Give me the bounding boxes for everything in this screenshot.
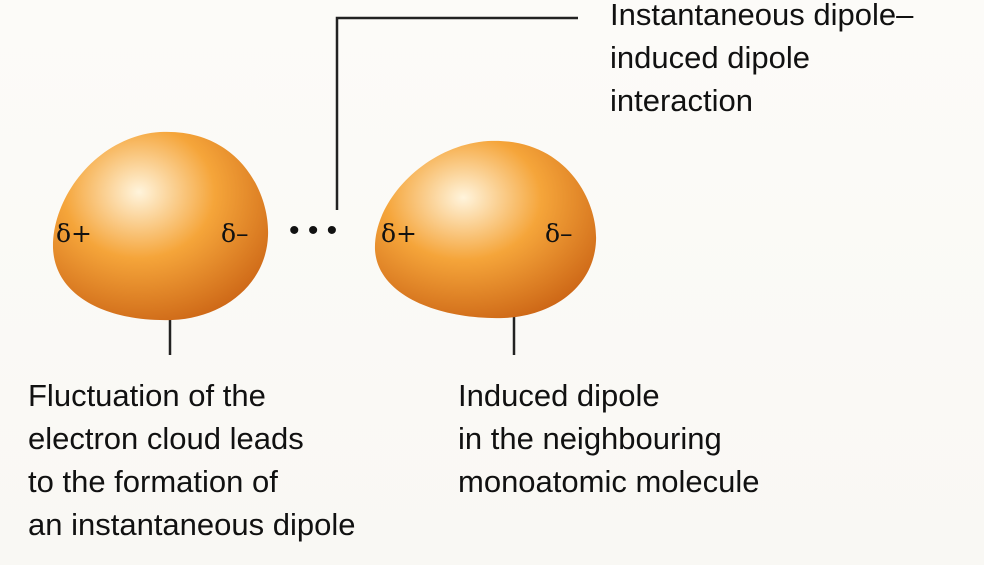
interaction-label: Instantaneous dipole– induced dipole int… — [610, 0, 913, 122]
fluctuation-label-line: an instantaneous dipole — [28, 507, 356, 542]
left-atom-positive-charge: δ+ — [56, 219, 92, 248]
interaction-label-line: interaction — [610, 83, 754, 118]
induced-dipole-label-line: Induced dipole — [458, 378, 660, 413]
right-atom-positive-charge: δ+ — [381, 219, 417, 248]
interaction-label-line: Instantaneous dipole– — [610, 0, 914, 32]
induced-dipole-label: Induced dipole in the neighbouring monoa… — [458, 374, 760, 503]
interaction-leader-line — [335, 16, 578, 210]
interaction-dots: • • • — [289, 214, 337, 247]
induced-dipole-label-line: in the neighbouring — [458, 421, 722, 456]
left-atom-negative-charge: δ– — [221, 219, 249, 248]
fluctuation-label: Fluctuation of the electron cloud leads … — [28, 374, 355, 546]
interaction-label-line: induced dipole — [610, 40, 810, 75]
fluctuation-label-line: Fluctuation of the — [28, 378, 266, 413]
right-atom-negative-charge: δ– — [545, 219, 573, 248]
induced-dipole-label-line: monoatomic molecule — [458, 464, 760, 499]
fluctuation-label-line: to the formation of — [28, 464, 278, 499]
right-atom-cloud — [374, 140, 597, 319]
left-atom-cloud — [52, 131, 269, 321]
fluctuation-label-line: electron cloud leads — [28, 421, 304, 456]
